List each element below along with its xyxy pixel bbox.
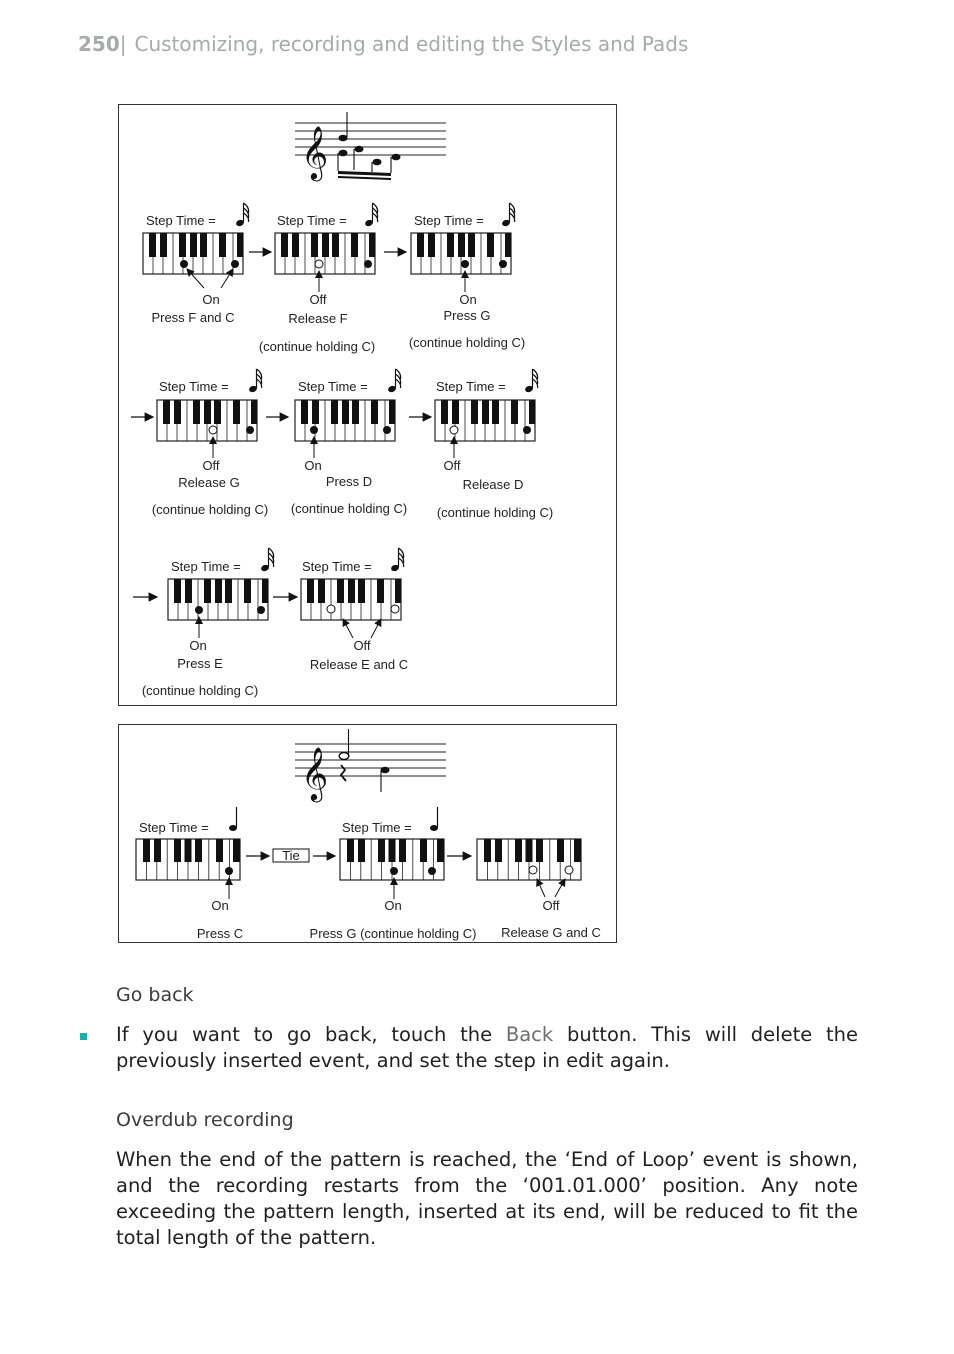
action-label: Release G [178, 475, 239, 490]
go-back-text-pre: If you want to go back, touch the [116, 1023, 506, 1046]
diagram-1-graphic: 𝄞 Step Time = On Press F and C Step Time… [131, 112, 553, 698]
action-label: Release F [288, 311, 347, 326]
note-label: (continue holding C) [152, 502, 268, 517]
state-label: Off [443, 458, 460, 473]
note-label: (continue holding C) [291, 501, 407, 516]
step-time-label: Step Time = [277, 213, 347, 228]
bullet-icon [80, 1033, 87, 1040]
step-time-label: Step Time = [159, 379, 229, 394]
action-label: Release E and C [310, 657, 408, 672]
state-label: Off [353, 638, 370, 653]
state-label: On [459, 292, 476, 307]
state-label: On [202, 292, 219, 307]
page-number: 250 [78, 32, 120, 56]
state-label: Off [309, 292, 326, 307]
step-time-label: Step Time = [139, 820, 209, 835]
note-label: (continue holding C) [142, 683, 258, 698]
header-separator: | [119, 32, 127, 56]
state-label: On [189, 638, 206, 653]
music-staff-2: 𝄞 [295, 729, 446, 802]
note-label: (continue holding C) [259, 339, 375, 354]
tie-box [272, 848, 310, 863]
overdub-paragraph: When the end of the pattern is reached, … [116, 1148, 858, 1249]
state-label: On [384, 898, 401, 913]
action-label: Press E [177, 656, 223, 671]
diagram-2-graphic: 𝄞 Step Time = On Press C Tie Step Time =… [135, 729, 601, 941]
action-label: Release G and C [501, 925, 601, 940]
go-back-paragraph: If you want to go back, touch the Back b… [116, 1022, 858, 1074]
step-recording-diagram-1: 𝄞 Step Time = On Press F and C Step Time… [118, 104, 617, 706]
state-label: On [304, 458, 321, 473]
action-label: Press F and C [151, 310, 234, 325]
state-label: Off [542, 898, 559, 913]
treble-clef-icon: 𝄞 [301, 746, 328, 802]
action-label: Release D [463, 477, 524, 492]
state-label: Off [202, 458, 219, 473]
page-header: 250| Customizing, recording and editing t… [78, 32, 688, 56]
step-time-label: Step Time = [302, 559, 372, 574]
music-staff-1: 𝄞 [295, 112, 446, 181]
step-time-label: Step Time = [342, 820, 412, 835]
action-label: Press G [444, 308, 491, 323]
state-label: On [211, 898, 228, 913]
back-button-reference: Back [505, 1023, 554, 1046]
overdub-heading: Overdub recording [116, 1109, 294, 1131]
action-label: Press C [197, 926, 243, 941]
tie-label: Tie [282, 848, 300, 863]
go-back-text-post: button. This will delete the previously … [116, 1023, 858, 1072]
step-time-label: Step Time = [414, 213, 484, 228]
treble-clef-icon: 𝄞 [301, 125, 328, 181]
action-label: Press G (continue holding C) [310, 926, 477, 941]
step-time-label: Step Time = [298, 379, 368, 394]
step-recording-diagram-2: 𝄞 Step Time = On Press C Tie Step Time =… [118, 724, 617, 943]
header-title: Customizing, recording and editing the S… [134, 32, 689, 56]
step-time-label: Step Time = [146, 213, 216, 228]
note-label: (continue holding C) [409, 335, 525, 350]
go-back-heading: Go back [116, 984, 194, 1006]
step-time-label: Step Time = [171, 559, 241, 574]
action-label: Press D [326, 474, 372, 489]
note-label: (continue holding C) [437, 505, 553, 520]
step-time-label: Step Time = [436, 379, 506, 394]
